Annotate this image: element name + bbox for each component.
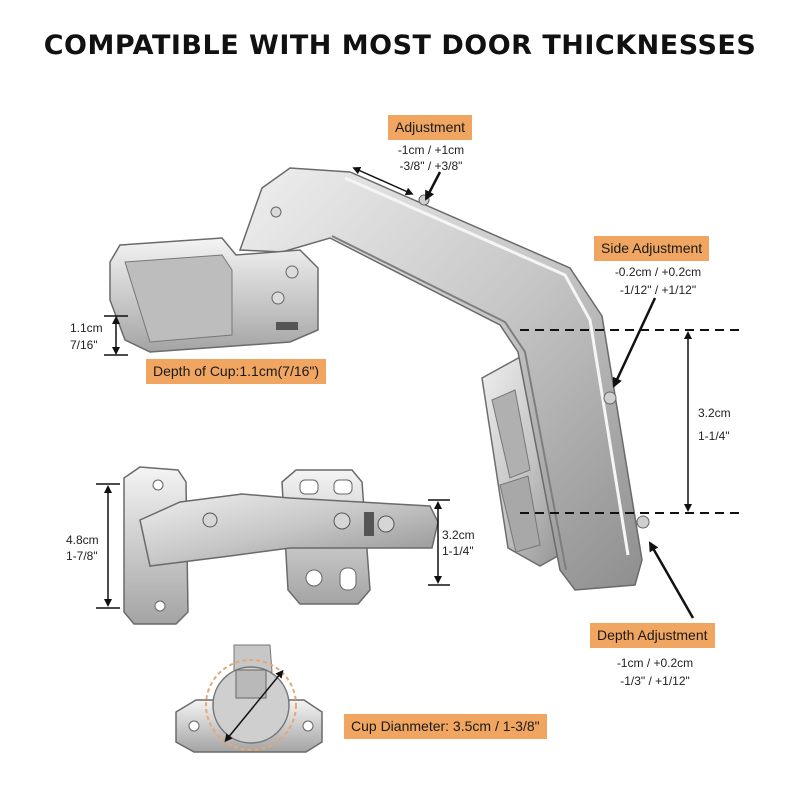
cup-closeup-illustration: [175, 644, 323, 753]
plate-height-imperial: 1-7/8": [66, 549, 98, 563]
arm-height-imperial: 1-1/4": [698, 429, 730, 443]
cup-depth-imperial: 7/16": [70, 338, 98, 352]
depth-adjustment-metric: -1cm / +0.2cm: [616, 656, 694, 670]
plate-height-metric: 4.8cm: [66, 533, 99, 547]
cup-depth-label: Depth of Cup:1.1cm(7/16"): [146, 359, 327, 384]
small-arm-height-metric: 3.2cm: [442, 528, 475, 542]
large-hinge-illustration: [109, 167, 650, 591]
hinge-cup: [109, 237, 319, 353]
plate-height-dimension: [96, 483, 120, 609]
side-adjustment-imperial: -1/12" / +1/12": [619, 283, 697, 297]
adjustment-label: Adjustment: [388, 115, 473, 140]
depth-adjustment-label: Depth Adjustment: [590, 623, 715, 648]
small-hinge-illustration: [123, 466, 439, 625]
hinge-arm: [238, 167, 650, 591]
adjustment-imperial: -3/8" / +3/8": [399, 159, 463, 173]
side-adjustment-arrow: [612, 297, 657, 388]
cup-diameter-arrow: [224, 669, 284, 743]
depth-adjustment-imperial: -1/3" / +1/12": [620, 674, 690, 688]
small-arm-height-dimension: [428, 499, 450, 586]
side-adjustment-metric: -0.2cm / +0.2cm: [614, 265, 702, 279]
arm-height-metric: 3.2cm: [698, 406, 731, 420]
small-hinge-arm: [139, 493, 439, 567]
cup-diameter-circle: [205, 659, 297, 751]
side-adjustment-label: Side Adjustment: [594, 236, 710, 261]
adjustment-metric: -1cm / +1cm: [397, 143, 465, 157]
page-title: COMPATIBLE WITH MOST DOOR THICKNESSES: [43, 30, 757, 61]
cup-depth-dimension: [104, 315, 128, 356]
depth-adjustment-arrow: [648, 541, 695, 619]
arm-height-dimension: [520, 329, 745, 514]
adjustment-arrows: [352, 166, 442, 201]
cup-diameter-label: Cup Dianmeter: 3.5cm / 1-3/8": [344, 714, 547, 739]
cup-depth-metric: 1.1cm: [70, 321, 103, 335]
small-arm-height-imperial: 1-1/4": [442, 544, 474, 558]
